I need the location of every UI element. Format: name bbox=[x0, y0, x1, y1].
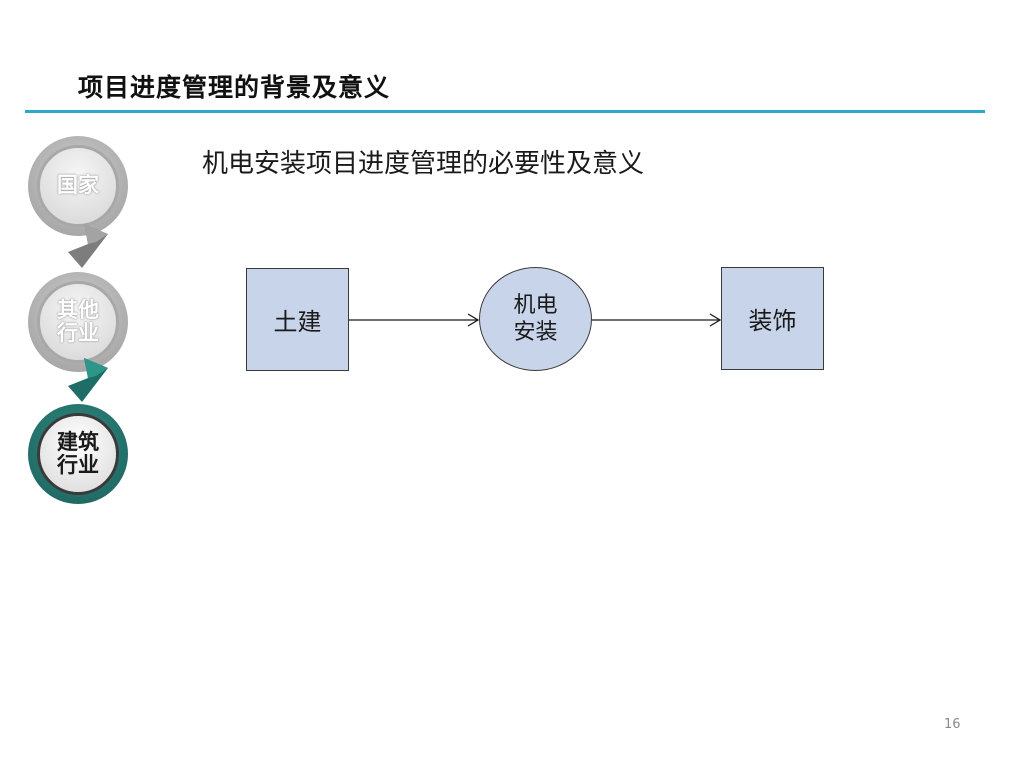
slide-title: 项目进度管理的背景及意义 bbox=[78, 73, 391, 102]
nav-connector-2 bbox=[68, 358, 108, 402]
nav-label-guojia: 国家 bbox=[57, 173, 99, 198]
flow-arrow-2 bbox=[592, 313, 722, 327]
flow-node-tujian: 土建 bbox=[246, 268, 349, 371]
flow-node-label: 装饰 bbox=[748, 307, 797, 335]
flow-node-label: 机电 安装 bbox=[513, 292, 557, 347]
nav-circle-jianzhu-hangye[interactable]: 建筑 行业 bbox=[28, 404, 128, 504]
nav-label-line: 行业 bbox=[57, 321, 99, 345]
title-divider bbox=[25, 110, 985, 113]
flow-node-jidian-anzhuang: 机电 安装 bbox=[479, 267, 592, 371]
nav-circle-inner: 其他 行业 bbox=[37, 281, 119, 363]
nav-label-line: 其他 bbox=[57, 297, 99, 322]
nav-circle-inner: 国家 bbox=[37, 145, 119, 227]
flow-node-label: 土建 bbox=[273, 308, 322, 336]
nav-label-line: 建筑 bbox=[57, 429, 99, 454]
flow-node-label-line: 安装 bbox=[513, 320, 558, 345]
nav-label-jianzhu-hangye: 建筑 行业 bbox=[57, 429, 99, 477]
flow-arrow-1 bbox=[349, 313, 480, 327]
slide-subtitle: 机电安装项目进度管理的必要性及意义 bbox=[202, 149, 645, 179]
flow-node-label-line: 机电 bbox=[513, 292, 558, 318]
nav-circle-inner: 建筑 行业 bbox=[37, 413, 119, 495]
nav-circle-qita-hangye[interactable]: 其他 行业 bbox=[28, 272, 128, 372]
nav-connector-1 bbox=[68, 224, 108, 268]
page-number: 16 bbox=[944, 717, 961, 732]
flow-node-zhuangshi: 装饰 bbox=[721, 267, 824, 370]
nav-label-line: 行业 bbox=[57, 453, 99, 477]
nav-label-qita-hangye: 其他 行业 bbox=[57, 297, 99, 345]
nav-circle-guojia[interactable]: 国家 bbox=[28, 136, 128, 236]
